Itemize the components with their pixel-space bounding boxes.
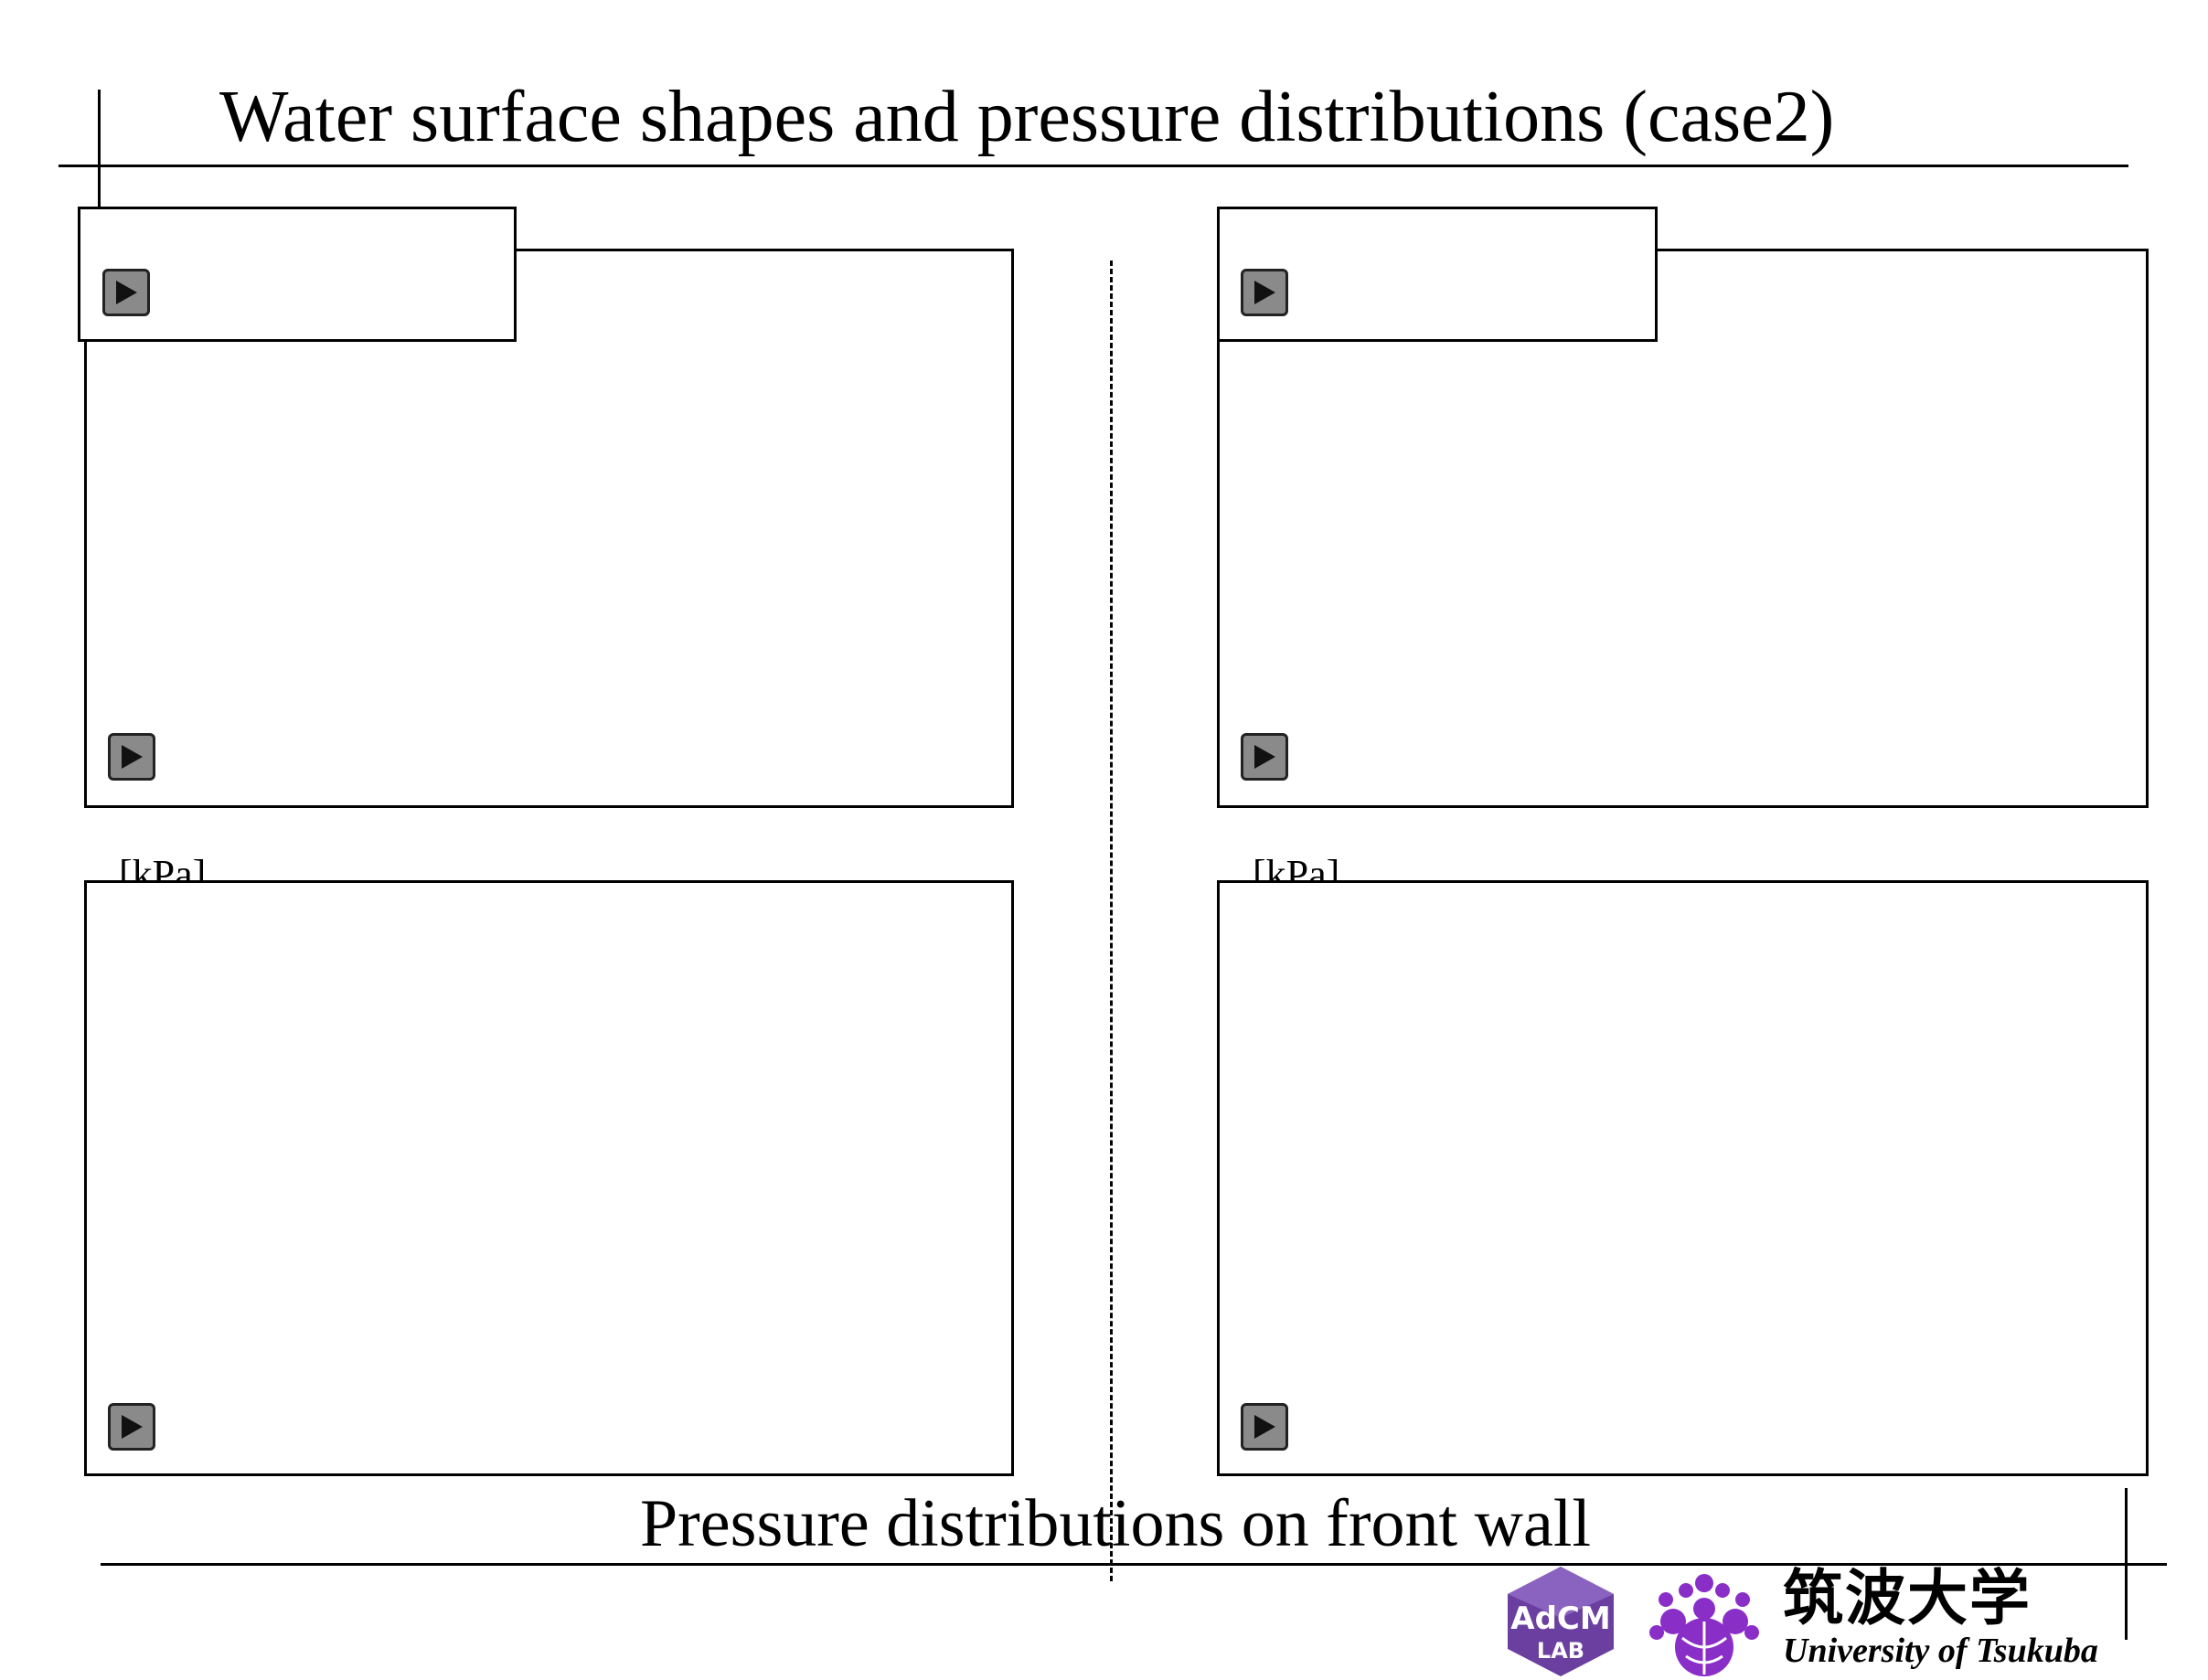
pressure-caption: Pressure distributions on front wall	[640, 1486, 1592, 1561]
slide-title: Water surface shapes and pressure distri…	[219, 77, 1835, 157]
play-button-bottom-left[interactable]	[108, 1403, 155, 1451]
university-name-en: University of Tsukuba	[1783, 1632, 2098, 1670]
tsukuba-seal-logo	[1649, 1574, 1759, 1676]
video-panel-top-left[interactable]	[84, 249, 1014, 808]
video-panel-bottom-right[interactable]	[1217, 880, 2149, 1476]
unit-label-bottom-left: [kPa]	[119, 852, 207, 881]
footer-right-guide-line	[2125, 1488, 2128, 1640]
play-icon	[1254, 1415, 1275, 1439]
play-button-top-left[interactable]	[108, 733, 155, 781]
play-button-bottom-right[interactable]	[1241, 1403, 1288, 1451]
play-icon	[116, 281, 137, 304]
play-icon	[122, 1415, 143, 1439]
title-underline	[59, 165, 2128, 167]
title-left-guide-line	[98, 90, 101, 208]
footer-line	[101, 1563, 2167, 1566]
video-panel-bottom-left[interactable]	[84, 880, 1014, 1476]
video-header-top-right	[1217, 207, 1658, 342]
university-name-jp: 筑波大学	[1783, 1563, 2032, 1633]
play-button-top-right-header[interactable]	[1241, 269, 1288, 316]
play-button-top-right[interactable]	[1241, 733, 1288, 781]
center-divider	[1110, 261, 1113, 1581]
adcm-lab-logo: AdCM LAB	[1508, 1567, 1614, 1676]
adcm-logo-text: AdCM	[1510, 1600, 1610, 1637]
play-icon	[1254, 745, 1275, 769]
video-panel-top-right[interactable]	[1217, 249, 2149, 808]
play-button-top-left-header[interactable]	[102, 269, 150, 316]
unit-label-bottom-right: [kPa]	[1253, 852, 1340, 881]
play-icon	[122, 745, 143, 769]
play-icon	[1254, 281, 1275, 304]
adcm-logo-subtext: LAB	[1537, 1638, 1584, 1664]
video-header-top-left	[78, 207, 517, 342]
